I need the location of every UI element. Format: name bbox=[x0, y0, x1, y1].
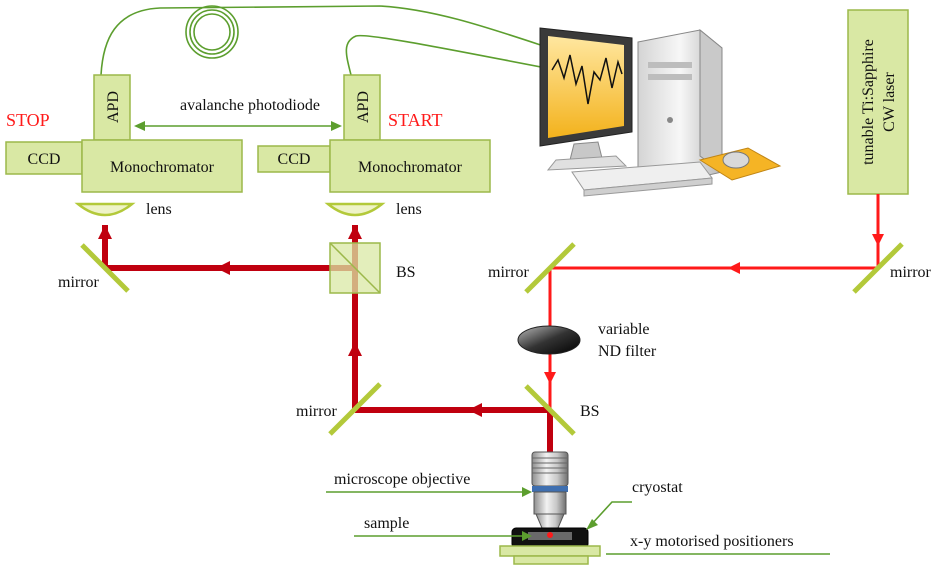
laser-label-line2: CW laser bbox=[881, 71, 898, 131]
x-y-positioner-stage bbox=[499, 545, 601, 565]
mirror-right bbox=[852, 242, 904, 294]
microscope-objective-icon bbox=[531, 451, 569, 529]
apd-right-label: APD bbox=[355, 91, 372, 123]
mirror-mid-label: mirror bbox=[488, 264, 530, 281]
ccd-right-label: CCD bbox=[278, 151, 311, 168]
beam-splitter-upper bbox=[329, 242, 381, 294]
lens-left bbox=[74, 202, 136, 217]
laser-box: tunable Ti:Sapphire CW laser bbox=[847, 9, 909, 195]
bs-lower-label: BS bbox=[580, 403, 600, 420]
stop-label: STOP bbox=[6, 110, 50, 130]
ccd-left-label: CCD bbox=[28, 151, 61, 168]
start-label: START bbox=[388, 110, 442, 130]
mirror-top-left-label: mirror bbox=[58, 274, 100, 291]
nd-filter bbox=[517, 325, 581, 355]
optical-fibers bbox=[100, 5, 601, 79]
detection-beam bbox=[98, 225, 553, 480]
mirror-mid bbox=[524, 242, 576, 294]
monochromator-right-label: Monochromator bbox=[358, 159, 463, 176]
lens-left-label: lens bbox=[146, 201, 172, 218]
apd-right: APD bbox=[343, 74, 381, 141]
label-pointers bbox=[326, 487, 830, 555]
desktop-computer-icon bbox=[539, 27, 782, 197]
cryostat-label: cryostat bbox=[632, 479, 683, 496]
objective-label: microscope objective bbox=[334, 471, 470, 488]
apd-left: APD bbox=[93, 74, 131, 141]
laser-label-line1: tunable Ti:Sapphire bbox=[860, 39, 877, 165]
monochromator-left: Monochromator bbox=[81, 139, 243, 193]
beam-splitter-lower bbox=[524, 384, 576, 436]
mirror-lower-left-label: mirror bbox=[296, 403, 338, 420]
mirror-lower-left bbox=[328, 382, 382, 436]
lens-right-label: lens bbox=[396, 201, 422, 218]
nd-label-line2: ND filter bbox=[598, 343, 657, 360]
apd-left-label: APD bbox=[105, 91, 122, 123]
avalanche-photodiode-arrow bbox=[134, 121, 342, 131]
ccd-left: CCD bbox=[5, 141, 83, 175]
sample-label: sample bbox=[364, 515, 409, 532]
nd-label-line1: variable bbox=[598, 321, 650, 338]
cryostat bbox=[511, 527, 589, 549]
monochromator-right: Monochromator bbox=[329, 139, 491, 193]
monochromator-left-label: Monochromator bbox=[110, 159, 215, 176]
lens-right bbox=[324, 202, 386, 217]
mirror-top-left bbox=[80, 243, 130, 293]
positioners-label: x-y motorised positioners bbox=[630, 533, 794, 550]
ccd-right: CCD bbox=[257, 145, 331, 173]
bs-upper-label: BS bbox=[396, 264, 416, 281]
excitation-beam bbox=[544, 194, 884, 410]
avalanche-photodiode-label: avalanche photodiode bbox=[180, 97, 320, 114]
mirror-right-label: mirror bbox=[890, 264, 932, 281]
